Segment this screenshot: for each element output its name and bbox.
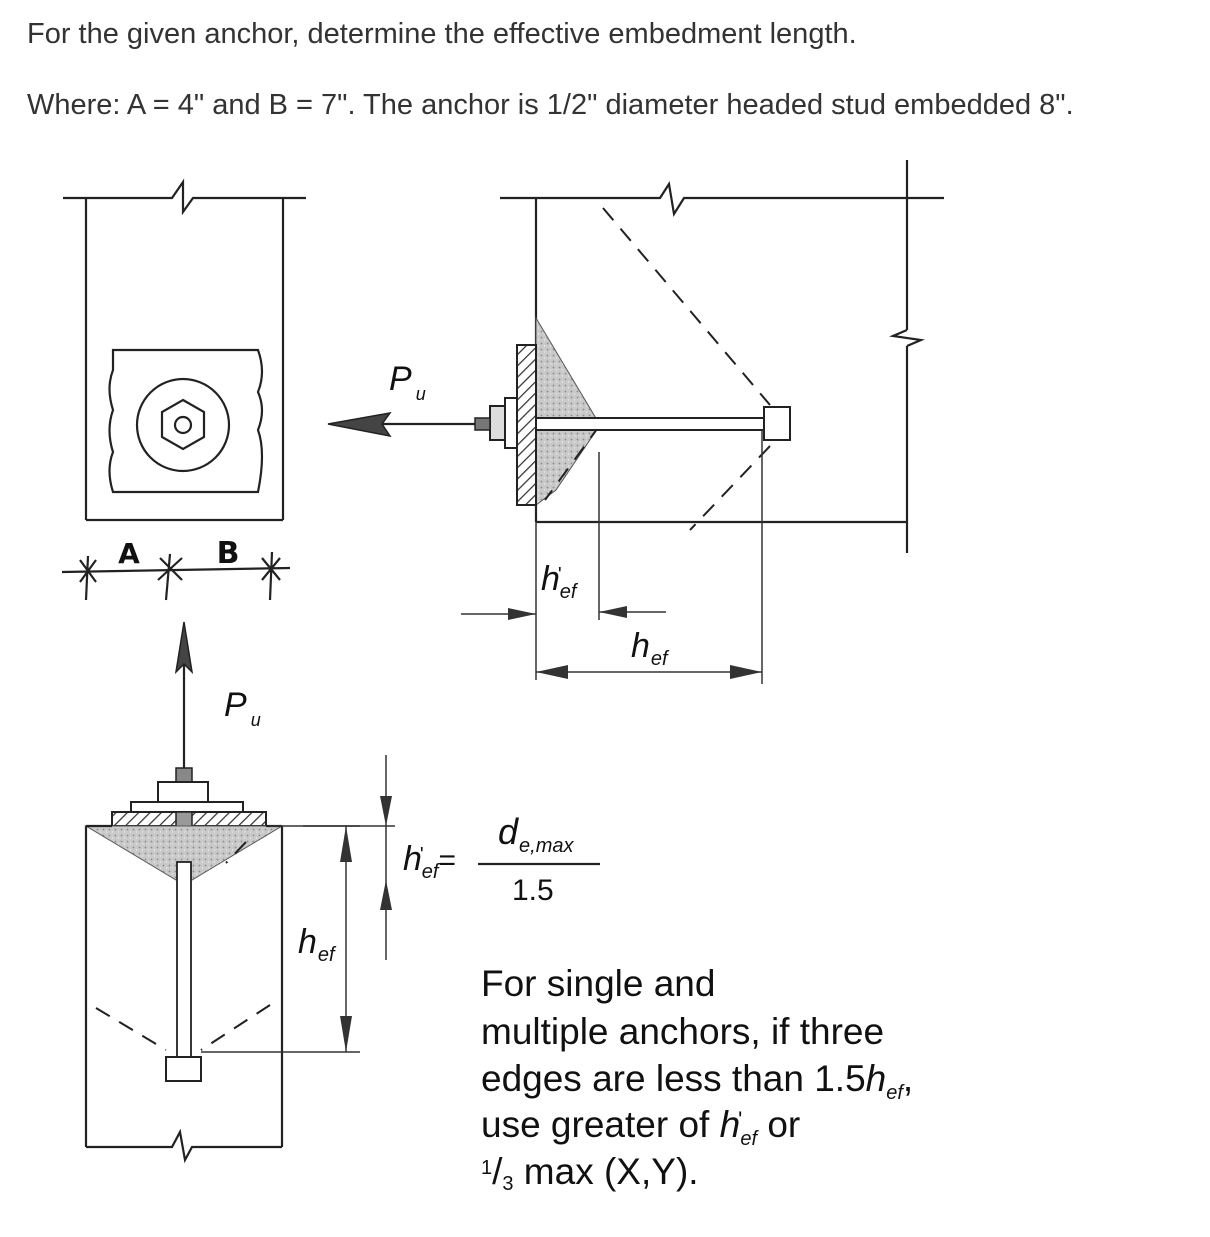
hef-label-bottom: hef xyxy=(298,923,337,966)
plan-view xyxy=(63,178,306,522)
dimension-b-label: B xyxy=(217,536,240,571)
bolt-icon xyxy=(173,415,193,435)
single-multiple-anchor-note: For single and multiple anchors, if thre… xyxy=(481,963,913,1195)
anchor-head xyxy=(763,406,791,441)
svg-text:1.5: 1.5 xyxy=(512,874,554,907)
nut-icon xyxy=(489,405,506,441)
hef-prime-label: h'ef xyxy=(541,560,579,603)
hef-label-top: hef xyxy=(631,627,670,670)
anchor-rod xyxy=(176,861,192,1058)
hef-prime-equation: h'ef= de,max 1.5 xyxy=(403,811,600,907)
nut-icon xyxy=(157,781,209,803)
handwritten-dimension-line: A B xyxy=(61,536,291,601)
vertical-load-arrow-icon xyxy=(174,621,194,675)
washer-outer xyxy=(135,377,231,473)
svg-text:use greater of h'ef or: use greater of h'ef or xyxy=(481,1104,800,1150)
anchor-rod xyxy=(535,417,765,431)
base-plate-outline xyxy=(108,348,264,494)
svg-text:1/3 max (X,Y).: 1/3 max (X,Y). xyxy=(481,1151,699,1195)
svg-text:h'ef=: h'ef= xyxy=(403,840,456,883)
svg-text:de,max: de,max xyxy=(498,811,574,857)
dimension-a-label: A xyxy=(118,537,140,570)
washer xyxy=(130,801,244,813)
anchor-head xyxy=(165,1056,202,1082)
svg-text:For single and: For single and xyxy=(481,963,715,1004)
svg-text:edges are less than 1.5hef,: edges are less than 1.5hef, xyxy=(481,1058,913,1104)
question-line-1: For the given anchor, determine the effe… xyxy=(27,18,857,50)
nut-hex-icon xyxy=(160,398,206,451)
horizontal-load-arrow-icon xyxy=(327,411,392,438)
question-line-2: Where: A = 4" and B = 7". The anchor is … xyxy=(27,89,1074,121)
svg-text:multiple anchors, if three: multiple anchors, if three xyxy=(481,1011,884,1052)
base-plate-section xyxy=(516,344,537,506)
